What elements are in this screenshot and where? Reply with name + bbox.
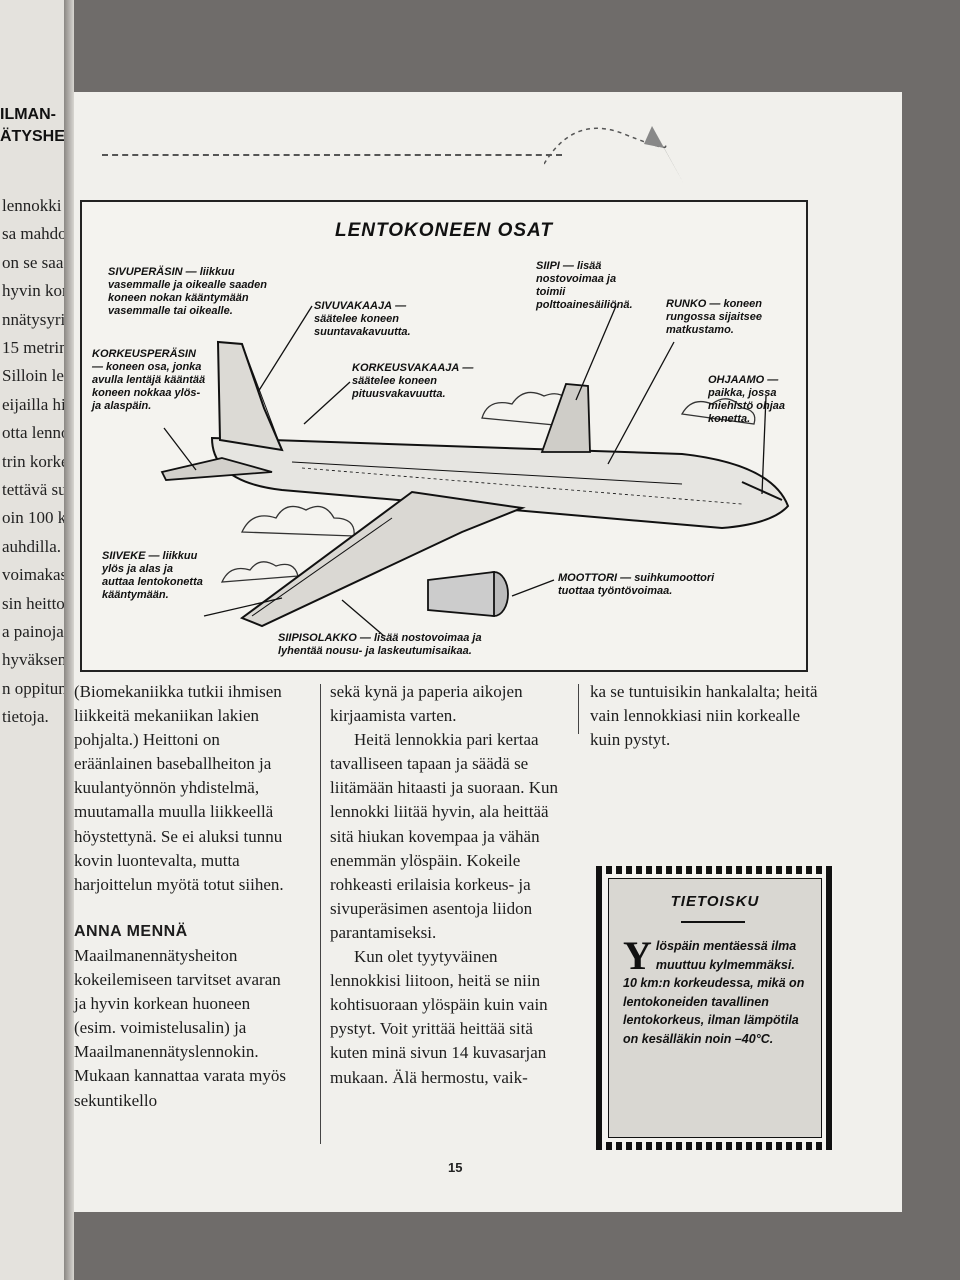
label-text: — suihkumoottori tuottaa työntövoimaa. xyxy=(558,572,715,597)
fact-box-divider xyxy=(681,921,745,923)
label-name: SIIPI xyxy=(536,260,560,272)
text-column-2: sekä kynä ja paperia aikojen kirjaamista… xyxy=(330,680,562,1090)
text-column-3: ka se tuntuisikin hankalalta; heitä vain… xyxy=(590,680,820,752)
left-page-line: nnätysyrity xyxy=(2,309,66,329)
page-number: 15 xyxy=(448,1160,463,1175)
paragraph-text: Maailmanennätysheiton kokeilemiseen tarv… xyxy=(74,945,286,1110)
left-page-line: voimakasta l xyxy=(2,565,66,585)
label-text: — lisää nostovoimaa ja toimii polttoaine… xyxy=(536,260,633,311)
left-page-heading: ILMAN- ÄTYSHEI xyxy=(0,104,66,148)
dashed-flight-path xyxy=(102,154,562,156)
label-sivuperasin: SIVUPERÄSIN — liikkuu vasemmalle ja oike… xyxy=(108,266,284,318)
label-name: SIVUVAKAAJA xyxy=(314,300,393,312)
left-page-heading-line: ÄTYSHEI xyxy=(0,128,66,145)
label-name: KORKEUSVAKAAJA xyxy=(352,362,460,374)
label-text: — koneen rungossa sijaitsee matkustamo. xyxy=(666,298,762,336)
label-text: — säätelee koneen pituusvakavuutta. xyxy=(352,362,474,400)
label-korkeusperasin: KORKEUSPERÄSIN — koneen osa, jonka avull… xyxy=(92,348,208,413)
paragraph: Heitä lennokkia pari kertaa tavalliseen … xyxy=(330,730,559,942)
column-rule xyxy=(320,684,321,1144)
paragraph: ANNA MENNÄ Maailmanennätysheiton kokeile… xyxy=(74,919,294,1113)
label-ohjaamo: OHJAAMO — paikka, jossa miehistö ohjaa k… xyxy=(708,374,798,426)
left-facing-page: ILMAN- ÄTYSHEI lennokki sa mahdoll on se s… xyxy=(0,0,70,1280)
left-page-line: hyvin korke xyxy=(2,281,66,301)
left-page-line: lennokki xyxy=(2,196,62,215)
label-moottori: MOOTTORI — suihkumoottori tuottaa työntö… xyxy=(558,572,734,598)
left-page-heading-line: ILMAN- xyxy=(0,106,56,123)
left-page-line: eijailla hitu xyxy=(2,394,66,414)
label-name: MOOTTORI xyxy=(558,572,618,584)
drop-cap: Y xyxy=(623,933,652,978)
label-name: KORKEUSPERÄSIN xyxy=(92,348,196,360)
left-page-line: auhdilla. Tä xyxy=(2,536,66,556)
book-page: LENTOKONEEN OSAT xyxy=(74,92,902,1212)
left-page-line: Silloin lenno xyxy=(2,366,66,386)
book-gutter xyxy=(64,0,74,1280)
paper-plane-icon xyxy=(544,126,684,184)
paragraph: (Biomekaniikka tutkii ihmisen liikkeitä … xyxy=(74,682,284,894)
left-page-line: oin 100 kilo xyxy=(2,508,66,528)
label-sivuvakaaja: SIVUVAKAAJA — säätelee koneen suuntavaka… xyxy=(314,300,446,339)
airplane-parts-diagram: LENTOKONEEN OSAT xyxy=(80,200,808,672)
section-lead: ANNA MENNÄ xyxy=(74,922,188,940)
label-name: OHJAAMO xyxy=(708,374,765,386)
label-text: — paikka, jossa miehistö ohjaa konetta. xyxy=(708,374,786,425)
label-runko: RUNKO — koneen rungossa sijaitsee matkus… xyxy=(666,298,788,337)
left-page-line: tettävä suor xyxy=(2,480,66,499)
fact-box-title: TIETOISKU xyxy=(670,893,760,910)
label-name: SIIPISOLAKKO xyxy=(278,632,357,644)
paragraph: sekä kynä ja paperia aikojen kirjaamista… xyxy=(330,682,523,726)
left-page-line: a painoja ja xyxy=(2,622,66,641)
left-page-line: otta lennol xyxy=(2,423,66,443)
left-page-line: sa mahdoll xyxy=(2,224,66,244)
label-text: — lisää nostovoimaa ja lyhentää nousu- j… xyxy=(278,632,482,657)
column-rule xyxy=(578,684,579,734)
label-siipi: SIIPI — lisää nostovoimaa ja toimii polt… xyxy=(536,260,638,312)
left-page-line: sin heittoon xyxy=(2,593,66,613)
label-text: — liikkuu vasemmalle ja oikealle saaden … xyxy=(108,266,267,317)
label-siiveke: SIIVEKE — liikkuu ylös ja alas ja auttaa… xyxy=(102,550,204,602)
left-page-line: 15 metrin k xyxy=(2,338,66,357)
label-korkeusvakaaja: KORKEUSVAKAAJA — säätelee koneen pituusv… xyxy=(352,362,504,401)
left-page-line: trin korkeu xyxy=(2,451,66,471)
airplane-illustration xyxy=(160,305,790,637)
label-text: — säätelee koneen suuntavakavuutta. xyxy=(314,300,411,338)
text-column-1: (Biomekaniikka tutkii ihmisen liikkeitä … xyxy=(74,680,294,1113)
paragraph: Kun olet tyytyväinen lennokkisi liitoon,… xyxy=(330,947,548,1087)
left-page-line: n oppitunn xyxy=(2,678,66,698)
label-name: RUNKO xyxy=(666,298,707,310)
left-page-line: hyväkseni h xyxy=(2,650,66,670)
fact-box-body: löspäin mentäessä ilma muuttuu kylmemmäk… xyxy=(623,939,805,1046)
label-text: — koneen osa, jonka avulla lentäjä käänt… xyxy=(92,361,206,412)
label-text: — liikkuu ylös ja alas ja auttaa lentoko… xyxy=(102,550,203,601)
paragraph: ka se tuntuisikin hankalalta; heitä vain… xyxy=(590,682,818,750)
left-page-line: tietoja. xyxy=(2,707,49,727)
label-siipisolakko: SIIPISOLAKKO — lisää nostovoimaa ja lyhe… xyxy=(278,632,528,658)
label-name: SIIVEKE xyxy=(102,550,146,562)
left-page-line: on se saa xyxy=(2,252,64,272)
label-name: SIVUPERÄSIN xyxy=(108,266,183,278)
diagram-title: LENTOKONEEN OSAT xyxy=(335,220,553,241)
